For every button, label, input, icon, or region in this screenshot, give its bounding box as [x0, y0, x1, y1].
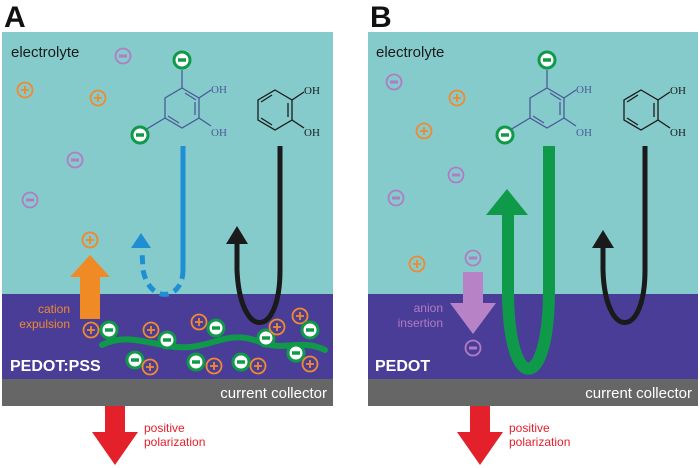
bound-anion-icon	[99, 320, 119, 340]
oh-label: OH	[211, 84, 227, 96]
catechol-molecule	[257, 89, 305, 131]
layer-label: PEDOT	[375, 358, 430, 375]
arrowhead-icon	[226, 226, 248, 244]
electrolyte-label: electrolyte	[376, 44, 444, 61]
polarization-arrow	[457, 406, 503, 465]
bound-anion-icon	[286, 343, 306, 363]
polarization-label-line2: polarization	[144, 435, 205, 449]
pyrogallol-molecule	[144, 70, 212, 131]
bound-anion-icon	[206, 318, 226, 338]
oh-label: OH	[670, 127, 686, 139]
panel-a: A electrolyte OH OH	[2, 1, 333, 465]
arrowhead-icon	[592, 230, 614, 248]
bound-anion-icon	[157, 330, 177, 350]
anion-insertion-arrow	[450, 272, 496, 334]
catechol-path	[600, 146, 648, 325]
cation-expulsion-label-line1: cation	[38, 302, 70, 316]
pyrogallol-path-dashed	[139, 251, 186, 297]
polarization-label-line2: polarization	[509, 435, 570, 449]
polarization-arrow	[92, 406, 138, 465]
electrolyte-region	[368, 32, 698, 294]
oh-label: OH	[211, 127, 227, 139]
bound-anion-icon	[130, 125, 150, 145]
bound-anion-icon	[537, 50, 557, 70]
oh-label: OH	[576, 127, 592, 139]
oh-label: OH	[304, 127, 320, 139]
catechol-molecule	[623, 89, 671, 131]
current-collector	[368, 379, 698, 406]
pyrogallol-path	[502, 146, 555, 375]
bound-anion-icon	[186, 352, 206, 372]
arrowhead-icon	[131, 233, 151, 248]
oh-label: OH	[670, 85, 686, 97]
panel-a-label: A	[4, 1, 26, 34]
arrowhead-icon	[486, 189, 528, 215]
oh-label: OH	[304, 85, 320, 97]
catechol-path	[234, 146, 283, 325]
polarization-label-line1: positive	[144, 421, 185, 435]
layer-label: PEDOT:PSS	[10, 358, 101, 375]
oh-label: OH	[576, 84, 592, 96]
pyrogallol-molecule	[509, 70, 577, 131]
electrolyte-label: electrolyte	[11, 44, 79, 61]
collector-label: current collector	[220, 385, 327, 402]
panel-b-label: B	[370, 1, 392, 34]
bound-anion-icon	[172, 50, 192, 70]
current-collector	[2, 379, 333, 406]
anion-insertion-label-line1: anion	[414, 301, 443, 315]
cation-expulsion-label-line2: expulsion	[19, 317, 70, 331]
panel-b: B electrolyte OH OH	[368, 1, 698, 465]
bound-anion-icon	[231, 352, 251, 372]
polarization-label-line1: positive	[509, 421, 550, 435]
bound-anion-icon	[300, 320, 320, 340]
collector-label: current collector	[585, 385, 692, 402]
bound-anion-icon	[125, 350, 145, 370]
anion-insertion-label-line2: insertion	[398, 316, 443, 330]
bound-anion-icon	[495, 125, 515, 145]
electrolyte-region	[2, 32, 333, 294]
cation-expulsion-arrow	[70, 255, 110, 319]
